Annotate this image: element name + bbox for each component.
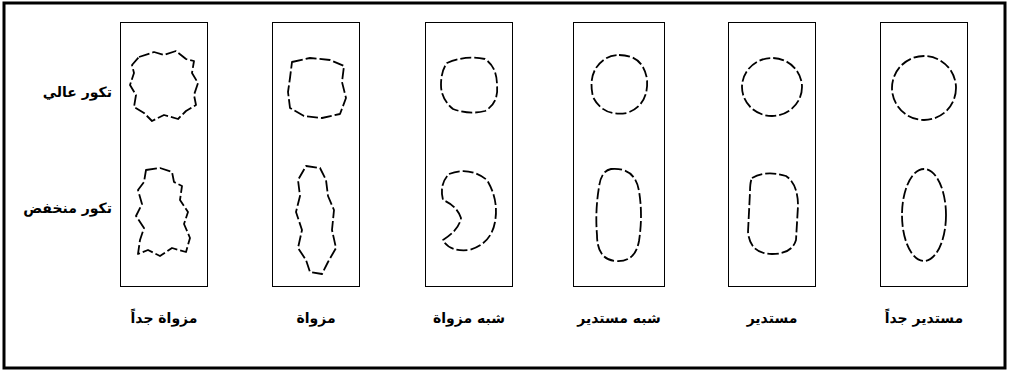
grain-outline <box>748 173 798 254</box>
roundness-label: شبه مستدير <box>577 310 661 327</box>
grain-outline <box>288 58 346 118</box>
roundness-label: مستدير <box>747 310 798 327</box>
sphericity-label: تكور عالي <box>41 84 114 101</box>
grain-outline <box>742 58 802 116</box>
roundness-label: شبه مزواة <box>433 310 505 327</box>
grain-outline <box>130 51 198 121</box>
sample-box: شبه مستدير <box>573 22 665 287</box>
grain-outline <box>596 169 641 261</box>
roundness-label: مستدير جداً <box>885 310 964 327</box>
roundness-label: مزواة جداً <box>131 310 198 327</box>
grain-outline <box>592 55 648 114</box>
sample-box: مستدير <box>728 22 816 287</box>
grain-outline <box>902 169 946 261</box>
sphericity-label: تكور منخفض <box>21 200 114 217</box>
grain-outline <box>442 171 496 250</box>
roundness-label: مزواة <box>296 310 335 327</box>
outer-frame <box>4 3 1005 368</box>
sample-box: مزواة <box>272 22 360 287</box>
sample-box: مستدير جداً <box>880 22 968 287</box>
grain-outline <box>296 166 336 274</box>
grain-outline <box>136 168 190 256</box>
grain-outline <box>441 58 497 113</box>
sample-box: شبه مزواة <box>425 22 513 287</box>
sample-box: مزواة جداً <box>120 22 208 287</box>
grain-outline <box>892 56 956 120</box>
